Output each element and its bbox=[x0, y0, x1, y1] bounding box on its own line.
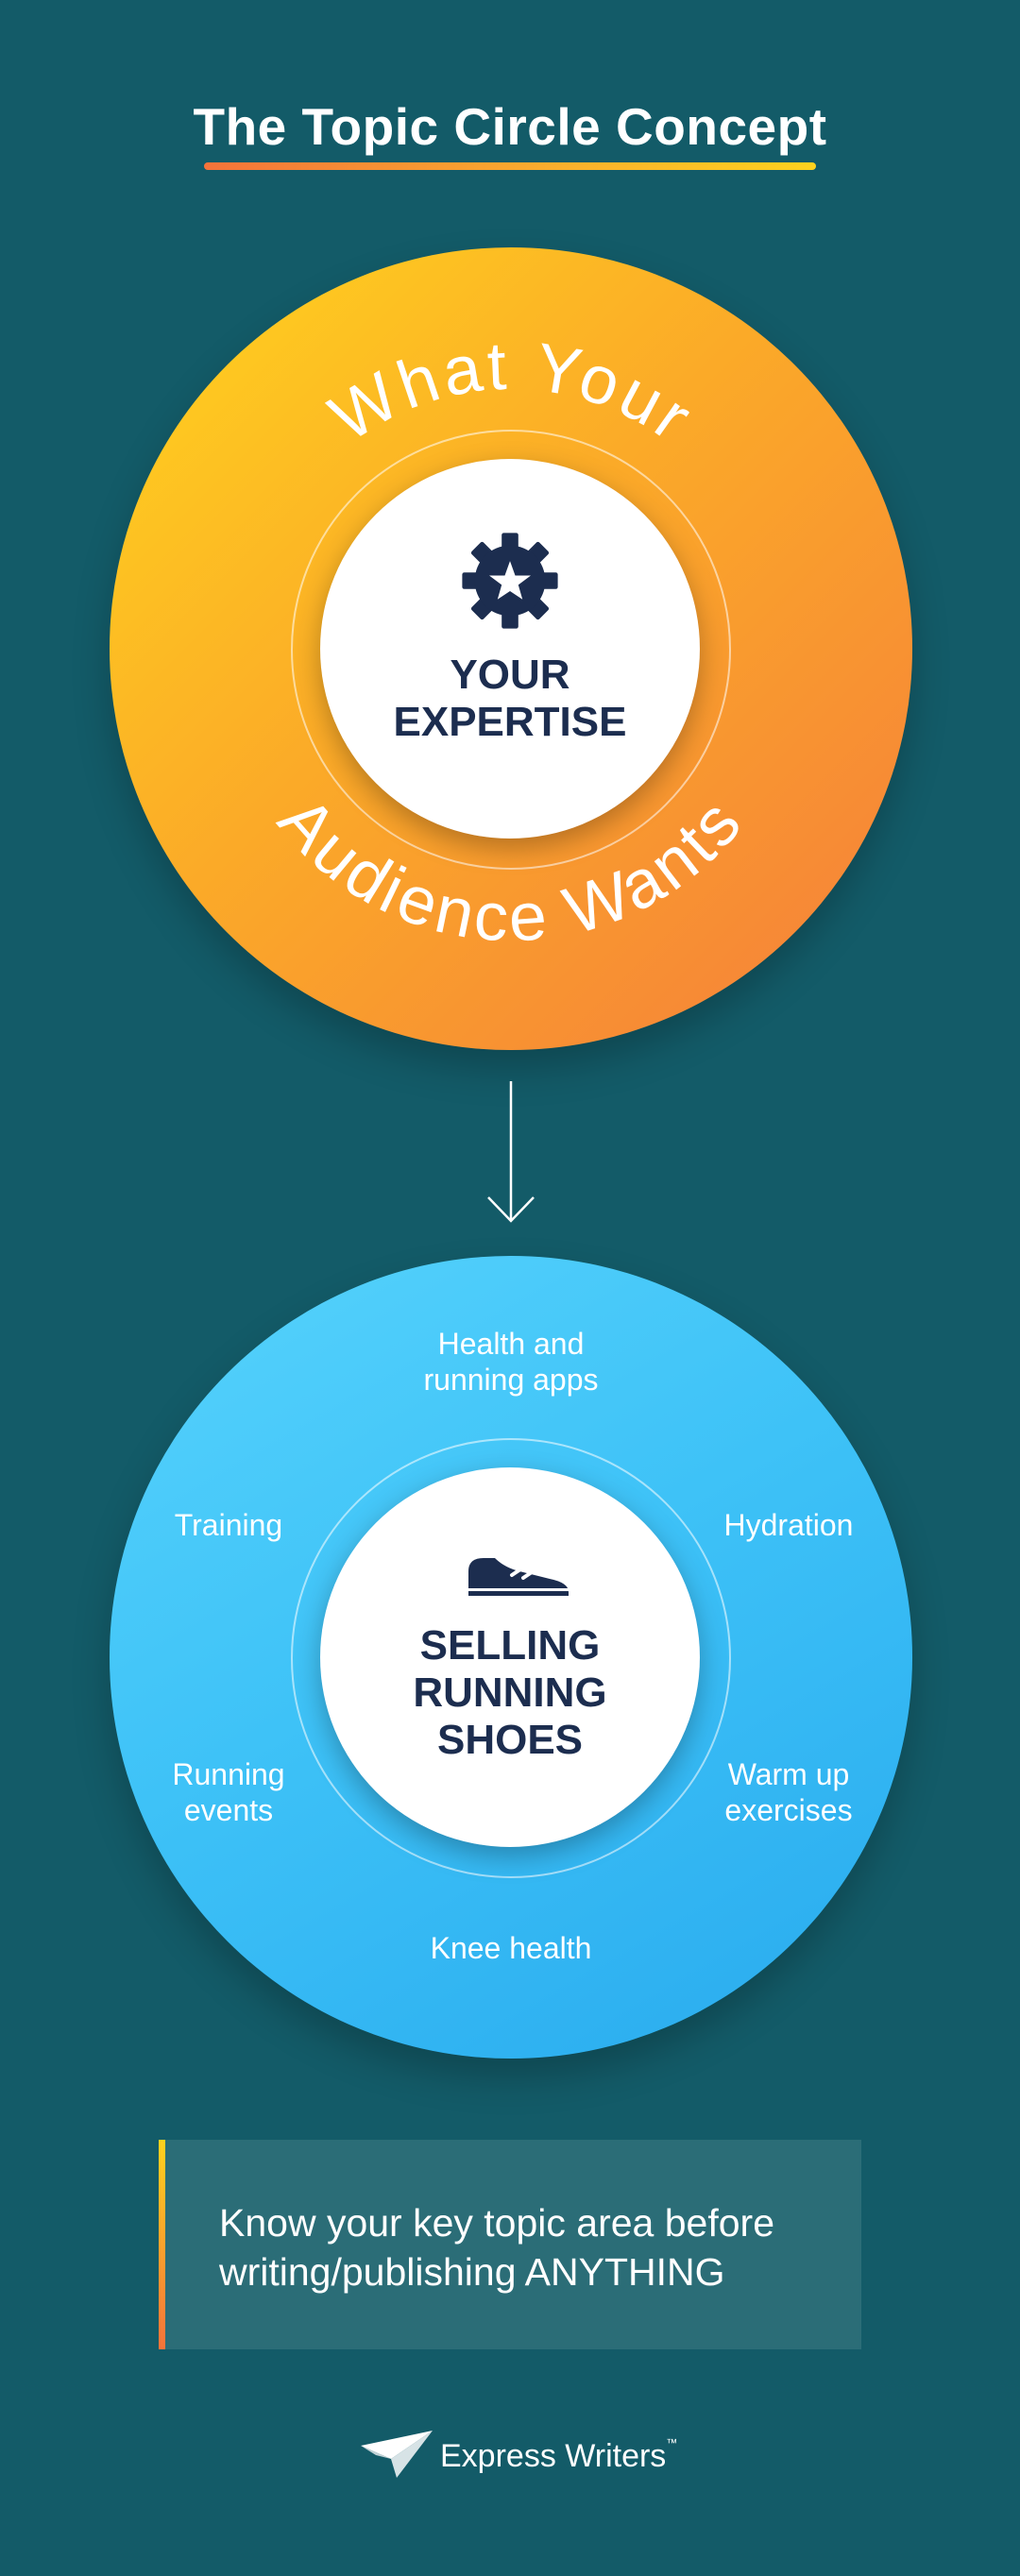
expertise-line1: YOUR bbox=[450, 652, 570, 698]
callout-line2: writing/publishing ANYTHING bbox=[219, 2250, 725, 2294]
shoes-line2: RUNNING bbox=[413, 1669, 607, 1716]
topic-running-events: Running events bbox=[106, 1756, 351, 1828]
topic-warm-up-line2: exercises bbox=[724, 1793, 853, 1827]
callout-accent-bar bbox=[159, 2140, 165, 2349]
topic-running-events-line1: Running bbox=[172, 1757, 285, 1791]
expertise-circle bbox=[320, 459, 700, 839]
title-underline bbox=[204, 162, 816, 170]
shoes-line3: SHOES bbox=[436, 1717, 584, 1763]
page-title: The Topic Circle Concept bbox=[193, 97, 827, 156]
title-wrapper: The Topic Circle Concept bbox=[0, 91, 1020, 162]
paper-plane-icon bbox=[361, 2431, 433, 2478]
topic-training: Training bbox=[174, 1508, 283, 1542]
topic-hydration: Hydration bbox=[723, 1508, 854, 1542]
top-inner-ring bbox=[291, 430, 731, 870]
topic-knee-health: Knee health bbox=[430, 1931, 592, 1965]
topic-health-apps-line1: Health and bbox=[437, 1327, 585, 1361]
top-circle-arc-text: What Your Audience Wants bbox=[264, 329, 754, 957]
selling-running-shoes-label: SELLING RUNNING SHOES bbox=[0, 1622, 1020, 1764]
topic-health-apps: Health and running apps bbox=[388, 1326, 634, 1398]
topic-health-apps-line2: running apps bbox=[423, 1363, 599, 1397]
running-shoe-icon bbox=[468, 1558, 569, 1596]
topic-warm-up-line1: Warm up bbox=[727, 1757, 850, 1791]
callout-text: Know your key topic area before writing/… bbox=[219, 2198, 842, 2296]
shoes-line1: SELLING bbox=[419, 1622, 601, 1669]
topic-warm-up: Warm up exercises bbox=[666, 1756, 911, 1828]
expertise-label: YOUR EXPERTISE bbox=[0, 652, 1020, 746]
arrow-down-icon bbox=[487, 1081, 535, 1223]
expertise-line2: EXPERTISE bbox=[393, 699, 627, 745]
logo-text: Express Writers™ bbox=[440, 2436, 678, 2475]
running-shoes-circle bbox=[320, 1467, 700, 1847]
logo-trademark: ™ bbox=[666, 2436, 678, 2449]
gear-star-icon bbox=[462, 533, 558, 629]
express-writers-logo: Express Writers™ bbox=[359, 2427, 680, 2483]
logo-name: Express Writers bbox=[440, 2438, 667, 2474]
topic-running-events-line2: events bbox=[183, 1793, 274, 1827]
callout-line1: Know your key topic area before bbox=[219, 2201, 774, 2245]
key-topic-callout: Know your key topic area before writing/… bbox=[159, 2140, 861, 2349]
bottom-inner-ring bbox=[291, 1438, 731, 1878]
